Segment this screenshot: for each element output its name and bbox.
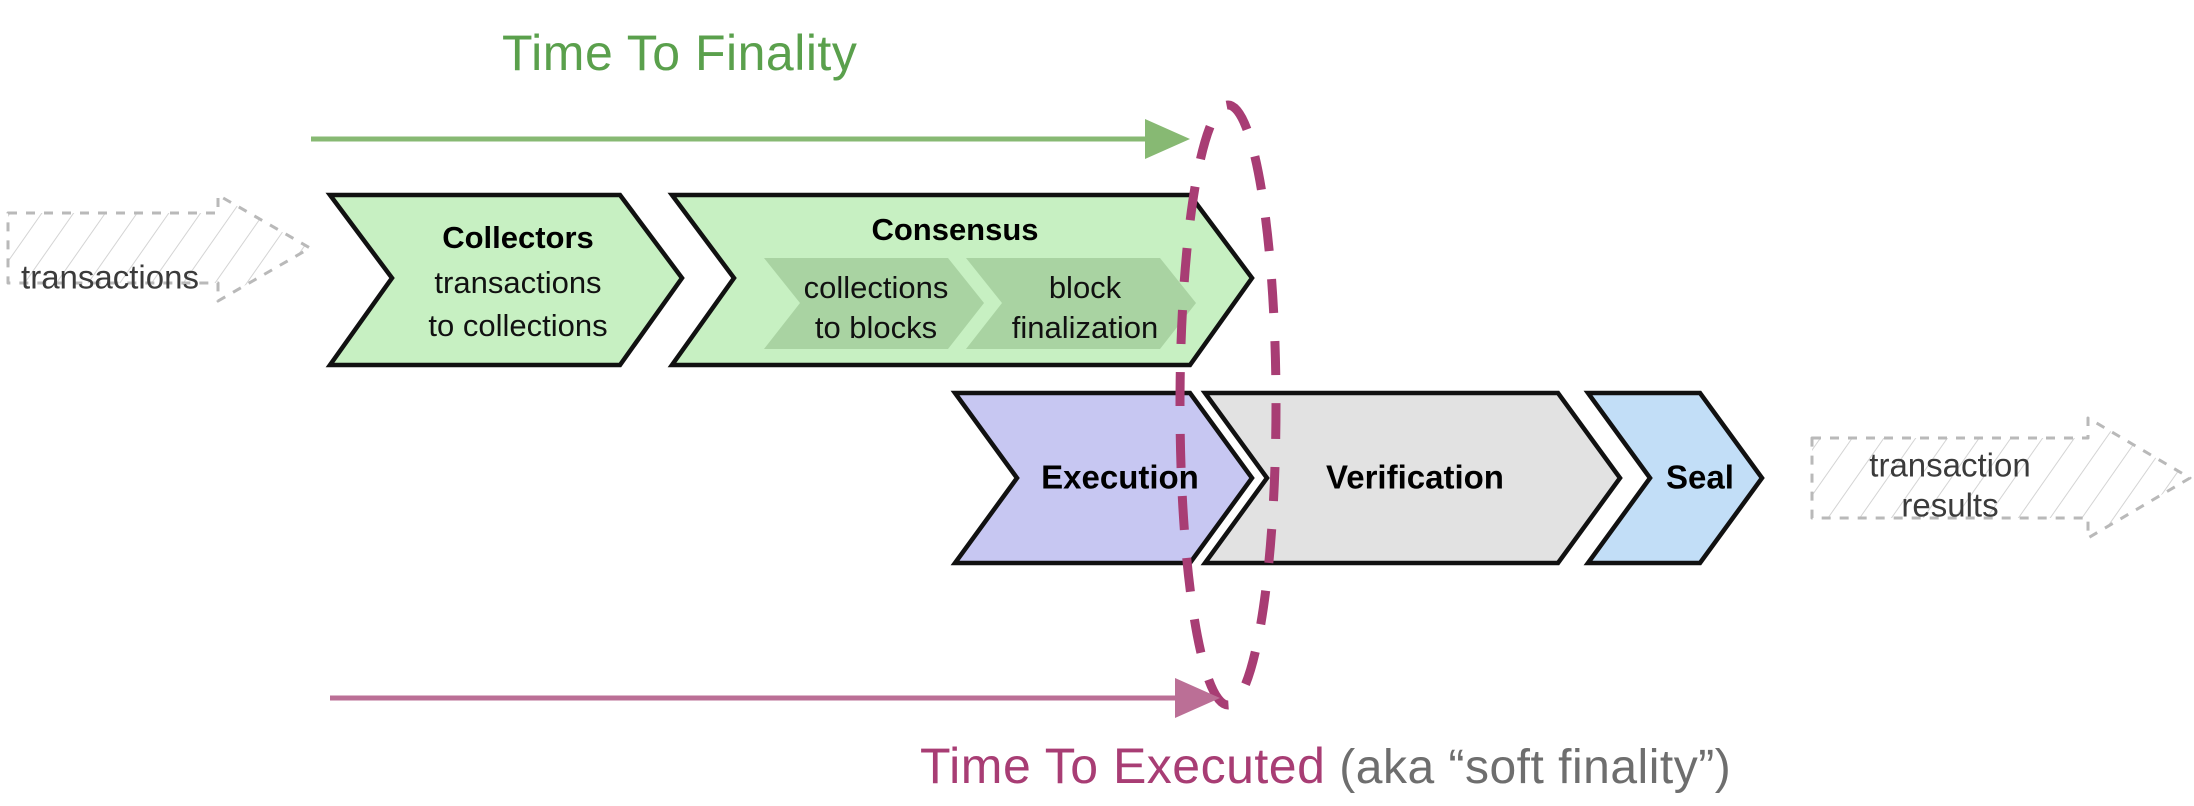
ghost-label-transaction-results-line1: transaction	[1869, 447, 2030, 484]
time-to-executed-title-suffix: (aka “soft finality”)	[1325, 741, 1731, 794]
stage-collectors-subline1: transactions	[434, 265, 601, 300]
ghost-arrow-shape-left	[6, 193, 312, 303]
ghost-label-transactions: transactions	[21, 259, 199, 296]
stage-execution-label: Execution	[1041, 459, 1199, 496]
stage-verification-label: Verification	[1326, 459, 1504, 496]
stage-verification[interactable]: Verification	[1200, 390, 1623, 566]
ghost-arrow-transactions-input: transactions	[6, 193, 312, 303]
ghost-arrow-transaction-results-output: transaction results	[1810, 416, 2192, 540]
substage-collections-to-blocks[interactable]: collections to blocks	[764, 258, 984, 349]
stage-consensus-title: Consensus	[871, 212, 1038, 247]
stage-seal-shape[interactable]	[1583, 390, 1765, 566]
ghost-label-transaction-results-line2: results	[1901, 487, 1998, 524]
stage-verification-shape[interactable]	[1200, 390, 1623, 566]
time-to-finality-title: Time To Finality	[502, 25, 857, 81]
stage-collectors-title: Collectors	[442, 220, 594, 255]
stage-seal[interactable]: Seal	[1583, 390, 1765, 566]
stage-collectors[interactable]: Collectors transactions to collections	[325, 192, 685, 368]
substage-block-finalization[interactable]: block finalization	[966, 258, 1196, 349]
substage-collections-to-blocks-line1: collections	[804, 270, 949, 305]
stage-consensus[interactable]: Consensus collections to blocks block fi…	[667, 192, 1255, 368]
substage-block-finalization-line2: finalization	[1012, 310, 1158, 345]
substage-collections-to-blocks-line2: to blocks	[815, 310, 937, 345]
substage-block-finalization-line1: block	[1049, 270, 1122, 305]
ghost-arrow-shape-right	[1810, 416, 2192, 540]
stage-seal-label: Seal	[1666, 459, 1734, 496]
finality-boundary-ellipse	[1175, 100, 1281, 710]
stage-collectors-subline2: to collections	[428, 308, 607, 343]
time-to-executed-title-group: Time To Executed (aka “soft finality”)	[920, 738, 1731, 794]
substage-block-finalization-shape[interactable]	[966, 258, 1196, 349]
stage-collectors-shape[interactable]	[325, 192, 685, 368]
stage-execution[interactable]: Execution	[950, 390, 1255, 566]
substage-collections-to-blocks-shape[interactable]	[764, 258, 984, 349]
time-to-executed-title-main: Time To Executed	[920, 738, 1325, 794]
